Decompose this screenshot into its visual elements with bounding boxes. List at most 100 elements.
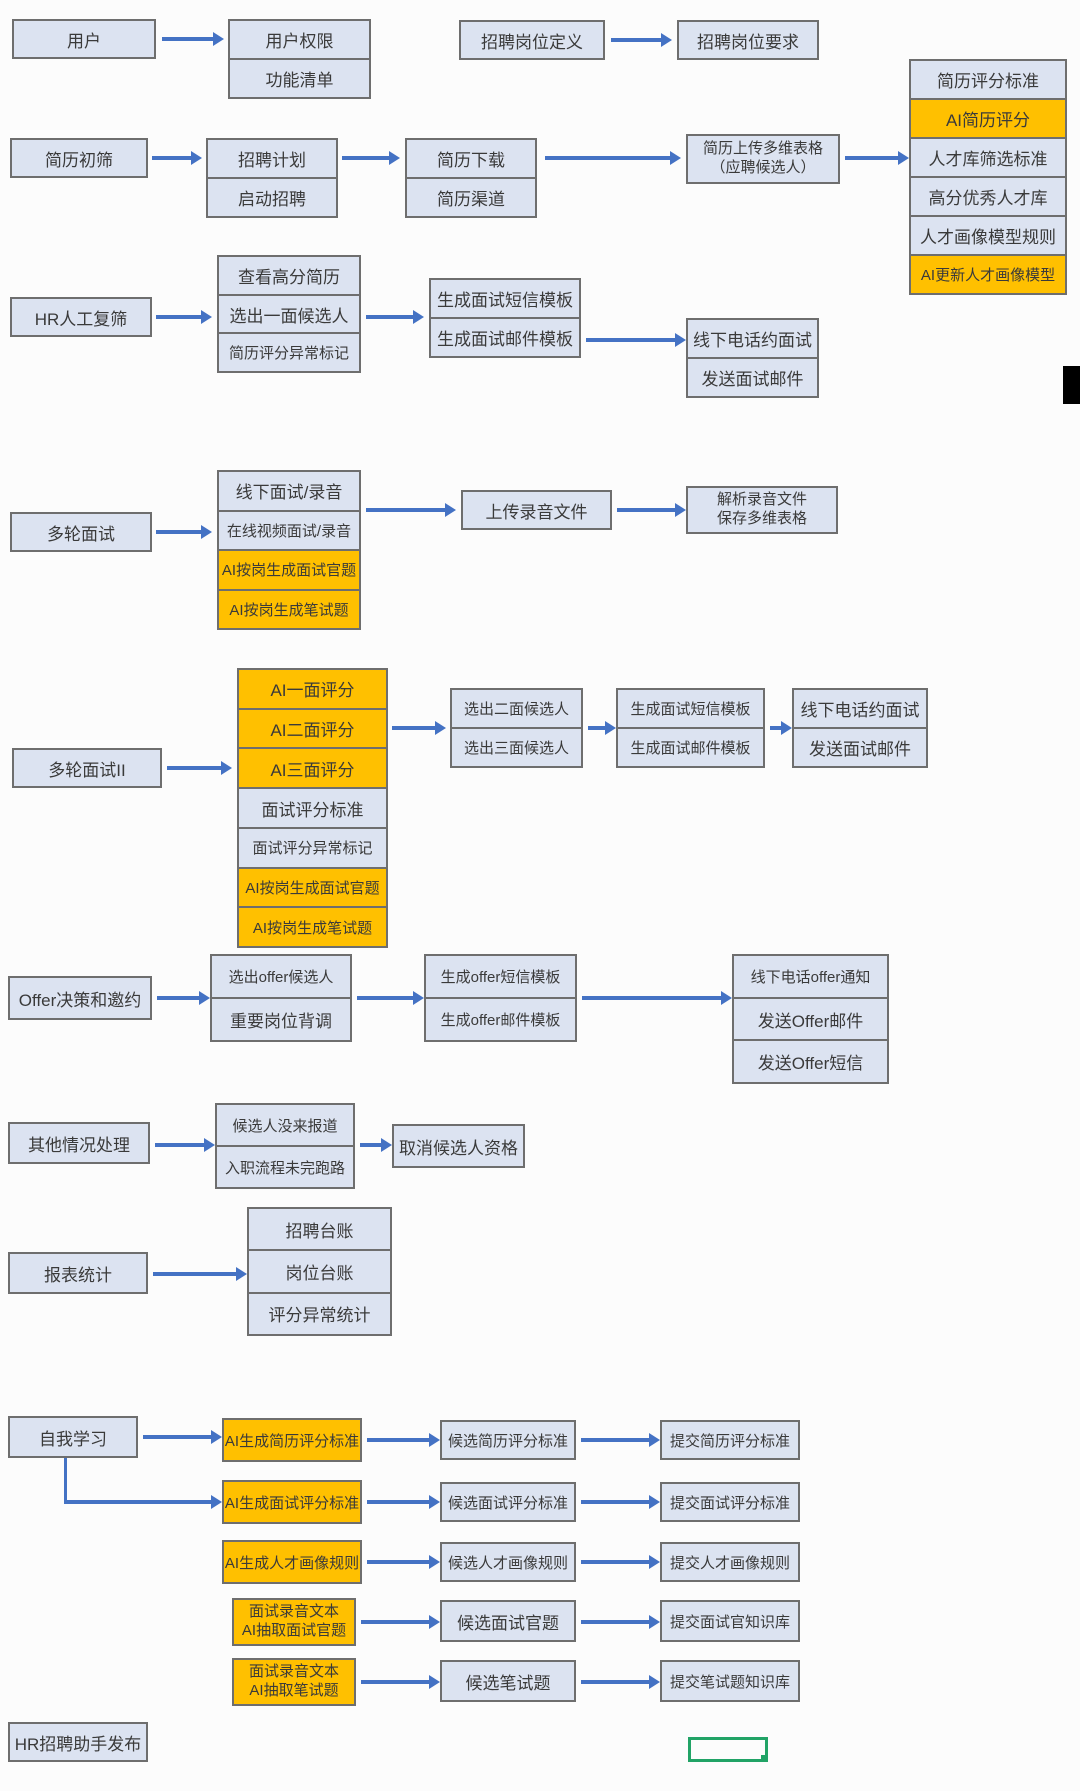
node-function-list: 功能清单 xyxy=(230,58,369,97)
node-ai-gen-talent-portrait-rule: AI生成人才画像规则 xyxy=(222,1540,362,1584)
node-gen-interview-mail-template-2: 生成面试邮件模板 xyxy=(618,727,763,766)
node-parse-recording-line2: 保存多维表格 xyxy=(716,510,807,527)
node-ai-third-score: AI三面评分 xyxy=(239,747,386,788)
arrow xyxy=(162,37,213,41)
node-candidate-no-show: 候选人没来报道 xyxy=(217,1105,353,1145)
node-offline-interview-recording: 线下面试/录音 xyxy=(219,472,359,510)
node-recruit-plan: 招聘计划 xyxy=(208,140,336,177)
node-ai-gen-interview-score-standard: AI生成面试评分标准 xyxy=(222,1480,362,1524)
arrow xyxy=(167,766,221,770)
node-submit-talent-portrait-rule: 提交人才画像规则 xyxy=(660,1542,800,1582)
node-gen-offer-mail-template: 生成offer邮件模板 xyxy=(426,997,575,1040)
node-candidate-interviewer-questions: 候选面试官题 xyxy=(440,1600,576,1642)
node-submit-written-kb: 提交笔试题知识库 xyxy=(660,1660,800,1702)
node-offline-call-interview-2: 线下电话约面试 xyxy=(794,690,926,727)
node-gen-interview-sms-template-2: 生成面试短信模板 xyxy=(618,690,763,727)
stack-recruit-plan: 招聘计划 启动招聘 xyxy=(206,138,338,218)
node-ai-gen-written-questions: AI按岗生成笔试题 xyxy=(219,588,359,628)
selection-handle[interactable] xyxy=(761,1755,768,1762)
node-ai-gen-resume-score-standard: AI生成简历评分标准 xyxy=(222,1418,362,1462)
node-recording-text-line2: AI抽取面试官题 xyxy=(241,1622,347,1639)
node-submit-resume-score-standard: 提交简历评分标准 xyxy=(660,1420,800,1460)
arrow xyxy=(156,530,201,534)
node-other-cases: 其他情况处理 xyxy=(8,1122,150,1164)
arrow xyxy=(361,1620,429,1624)
arrow xyxy=(64,1500,211,1504)
node-offline-call-interview: 线下电话约面试 xyxy=(688,320,817,357)
node-position-ledger: 岗位台账 xyxy=(249,1249,390,1292)
stack-contact-interview: 线下电话约面试 发送面试邮件 xyxy=(686,318,819,398)
node-resume-upload-line2: （应聘候选人） xyxy=(710,159,816,176)
stack-contact-interview-2: 线下电话约面试 发送面试邮件 xyxy=(792,688,928,768)
arrow xyxy=(586,338,675,342)
node-ai-gen-interviewer-questions-2: AI按岗生成面试官题 xyxy=(239,866,386,907)
node-ai-gen-written-questions-2: AI按岗生成笔试题 xyxy=(239,906,386,947)
node-job-requirement: 招聘岗位要求 xyxy=(677,20,819,60)
arrow xyxy=(367,1438,429,1442)
arrow xyxy=(367,1500,429,1504)
node-cancel-candidate: 取消候选人资格 xyxy=(392,1124,525,1168)
node-resume-score-standard: 简历评分标准 xyxy=(911,61,1065,98)
arrow xyxy=(617,508,675,512)
node-gen-interview-mail-template: 生成面试邮件模板 xyxy=(431,317,579,356)
node-publish: HR招聘助手发布 xyxy=(8,1722,148,1762)
node-recruit-ledger: 招聘台账 xyxy=(249,1209,390,1250)
node-view-high-score-resume: 查看高分简历 xyxy=(219,257,359,294)
node-resume-upload-line1: 简历上传多维表格 xyxy=(702,140,823,158)
node-offer-decision: Offer决策和邀约 xyxy=(8,976,152,1020)
node-talent-portrait-model-rule: 人才画像模型规则 xyxy=(911,215,1065,254)
arrow xyxy=(152,156,191,160)
stack-other-cases: 候选人没来报道 入职流程未完跑路 xyxy=(215,1103,355,1189)
node-ai-second-score: AI二面评分 xyxy=(239,707,386,748)
node-self-learning: 自我学习 xyxy=(8,1416,138,1458)
arrow xyxy=(581,1620,649,1624)
node-high-score-talent-pool: 高分优秀人才库 xyxy=(911,176,1065,215)
node-resume-channel: 简历渠道 xyxy=(407,177,535,216)
arrow xyxy=(845,156,898,160)
node-ai-resume-score: AI简历评分 xyxy=(911,98,1065,137)
node-resume-score-anomaly-flag: 简历评分异常标记 xyxy=(219,332,359,372)
stack-offer-notice: 线下电话offer通知 发送Offer邮件 发送Offer短信 xyxy=(732,954,889,1084)
node-pick-first-interview: 选出一面候选人 xyxy=(219,293,359,333)
node-online-video-interview-recording: 在线视频面试/录音 xyxy=(219,509,359,549)
arrow xyxy=(581,1560,649,1564)
node-recording-text2-line1: 面试录音文本 xyxy=(248,1663,339,1681)
arrow xyxy=(157,996,199,1000)
node-user-permission: 用户权限 xyxy=(230,21,369,58)
node-submit-interview-score-standard: 提交面试评分标准 xyxy=(660,1482,800,1522)
node-multi-round-interview: 多轮面试 xyxy=(10,512,152,552)
node-job-definition: 招聘岗位定义 xyxy=(459,20,605,60)
node-parse-recording: 解析录音文件 保存多维表格 xyxy=(686,486,838,534)
arrow xyxy=(581,1680,649,1684)
node-score-anomaly-statistics: 评分异常统计 xyxy=(249,1291,390,1334)
arrow xyxy=(611,38,661,42)
arrow xyxy=(581,1500,649,1504)
node-recording-text-line1: 面试录音文本 xyxy=(248,1603,339,1621)
node-pick-third-interview: 选出三面候选人 xyxy=(452,727,581,766)
node-interview-score-anomaly-flag: 面试评分异常标记 xyxy=(239,826,386,867)
stack-resume-download: 简历下载 简历渠道 xyxy=(405,138,537,218)
arrow xyxy=(582,996,721,1000)
elbow-connector xyxy=(64,1458,67,1504)
stack-reports: 招聘台账 岗位台账 评分异常统计 xyxy=(247,1207,392,1336)
arrow xyxy=(143,1435,211,1439)
spreadsheet-selection-cell[interactable] xyxy=(688,1737,768,1762)
stack-multi-round-interview-2: AI一面评分 AI二面评分 AI三面评分 面试评分标准 面试评分异常标记 AI按… xyxy=(237,668,388,948)
stack-user: 用户权限 功能清单 xyxy=(228,19,371,99)
arrow xyxy=(581,1438,649,1442)
node-offline-call-offer-notice: 线下电话offer通知 xyxy=(734,956,887,997)
node-ai-gen-interviewer-questions: AI按岗生成面试官题 xyxy=(219,549,359,589)
node-pick-second-interview: 选出二面候选人 xyxy=(452,690,581,727)
node-recording-text-extract-interviewer: 面试录音文本 AI抽取面试官题 xyxy=(232,1598,356,1646)
arrow xyxy=(357,996,413,1000)
stack-pick-candidates: 选出二面候选人 选出三面候选人 xyxy=(450,688,583,768)
node-hr-manual-rescreen: HR人工复筛 xyxy=(10,297,152,337)
node-resume-first-screen: 简历初筛 xyxy=(10,138,148,178)
arrow xyxy=(588,726,605,730)
stack-multi-round-interview: 线下面试/录音 在线视频面试/录音 AI按岗生成面试官题 AI按岗生成笔试题 xyxy=(217,470,361,630)
arrow xyxy=(366,315,413,319)
node-send-offer-sms: 发送Offer短信 xyxy=(734,1039,887,1083)
screen-artifact xyxy=(1063,366,1080,404)
arrow xyxy=(366,508,445,512)
